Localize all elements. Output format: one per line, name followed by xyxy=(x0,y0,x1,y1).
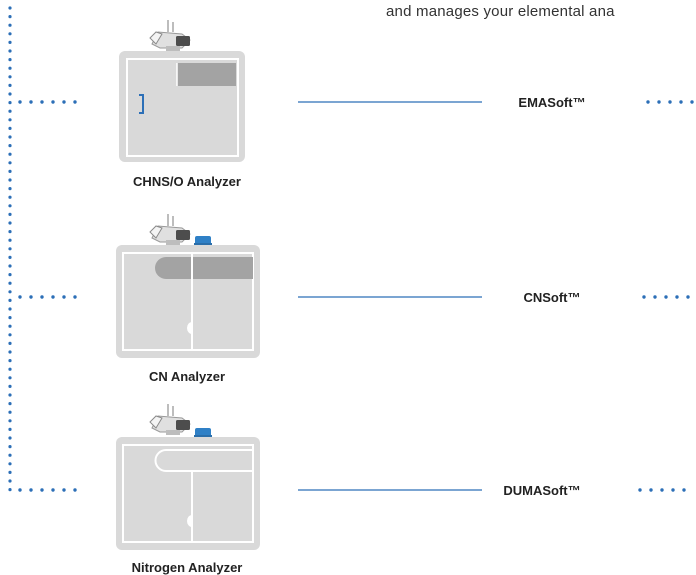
autosampler-icon xyxy=(149,404,191,435)
autosampler-icon xyxy=(149,214,191,245)
software-label-cnsoft: CNSoft™ xyxy=(523,290,581,305)
nitrogen-analyzer-icon xyxy=(116,404,260,550)
analyzer-label-cn: CN Analyzer xyxy=(148,369,226,384)
software-label-dumasoft: DUMASoft™ xyxy=(503,483,581,498)
analyzer-label-chnso: CHNS/O Analyzer xyxy=(133,174,241,189)
reagent-bottle-icon xyxy=(194,428,212,438)
chnso-analyzer-icon xyxy=(119,20,245,162)
autosampler-icon xyxy=(149,20,191,51)
software-label-emasoft: EMASoft™ xyxy=(518,95,586,110)
analyzer-label-nitrogen: Nitrogen Analyzer xyxy=(131,560,243,575)
reagent-bottle-icon xyxy=(194,236,212,246)
cn-analyzer-icon xyxy=(116,214,260,358)
intro-text: and manages your elemental ana xyxy=(386,3,615,20)
